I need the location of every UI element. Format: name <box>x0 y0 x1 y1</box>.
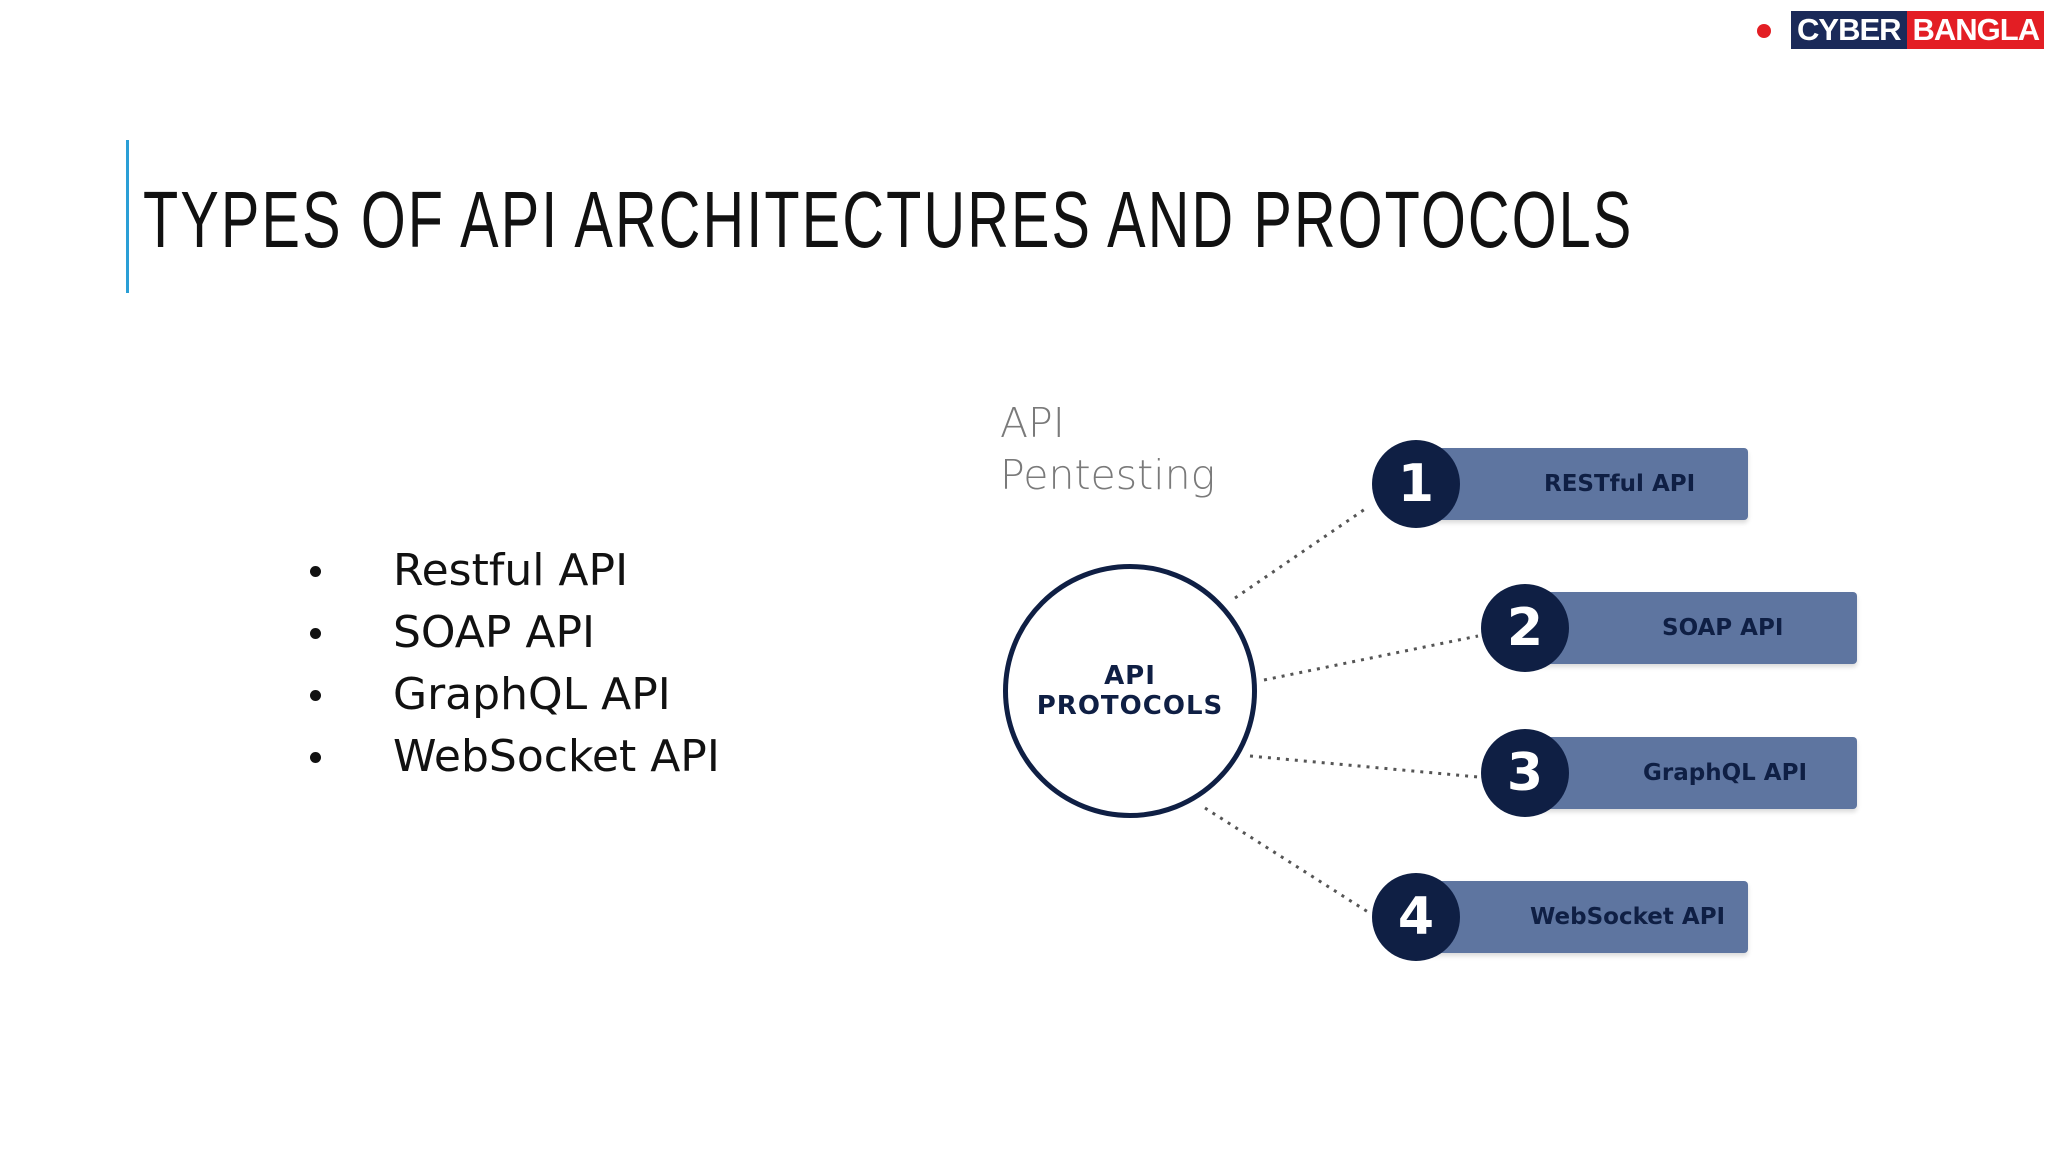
node-number-badge: 1 <box>1372 440 1460 528</box>
node-label: WebSocket API <box>1530 904 1726 930</box>
hub-label-line1: API <box>1104 661 1156 691</box>
node-bar: RESTful API <box>1416 448 1748 520</box>
logo-cyber-text: CYBER <box>1791 11 1907 49</box>
logo-bangla-text: BANGLA <box>1906 11 2045 49</box>
node-label: GraphQL API <box>1643 760 1808 786</box>
bullet-text: WebSocket API <box>393 731 720 782</box>
node-number-badge: 2 <box>1481 584 1569 672</box>
protocol-node-graphql: GraphQL API 3 <box>1481 729 1857 817</box>
bullet-dot-icon <box>310 566 321 577</box>
diagram-caption-line1: API <box>1000 399 1065 447</box>
node-bar: SOAP API <box>1525 592 1857 664</box>
hub-label-line2: PROTOCOLS <box>1036 691 1224 721</box>
logo-dot-icon <box>1757 24 1771 38</box>
protocol-node-websocket: WebSocket API 4 <box>1372 873 1748 961</box>
title-accent-bar <box>126 140 129 293</box>
node-number-badge: 4 <box>1372 873 1460 961</box>
api-protocols-hub: API PROTOCOLS <box>1003 564 1257 818</box>
bullet-dot-icon <box>310 628 321 639</box>
bullet-text: GraphQL API <box>393 669 671 720</box>
slide-title: TYPES OF API ARCHITECTURES AND PROTOCOLS <box>143 175 1634 264</box>
protocol-node-soap: SOAP API 2 <box>1481 584 1857 672</box>
diagram-caption-line2: Pentesting <box>1000 451 1216 499</box>
bullet-text: Restful API <box>393 545 629 596</box>
protocol-node-restful: RESTful API 1 <box>1372 440 1748 528</box>
connector-line-4 <box>1204 806 1369 914</box>
node-label: RESTful API <box>1544 471 1696 497</box>
node-bar: GraphQL API <box>1525 737 1857 809</box>
node-number-badge: 3 <box>1481 729 1569 817</box>
diagram-caption: API Pentesting <box>1000 397 1215 501</box>
bullet-dot-icon <box>310 690 321 701</box>
connector-line-1 <box>1234 505 1369 600</box>
connector-line-2 <box>1263 634 1479 682</box>
node-bar: WebSocket API <box>1416 881 1748 953</box>
node-label: SOAP API <box>1662 615 1784 641</box>
bullet-text: SOAP API <box>393 607 596 658</box>
bullet-dot-icon <box>310 752 321 763</box>
cyber-bangla-logo: CYBER BANGLA <box>1791 11 2045 49</box>
connector-line-3 <box>1249 754 1479 779</box>
